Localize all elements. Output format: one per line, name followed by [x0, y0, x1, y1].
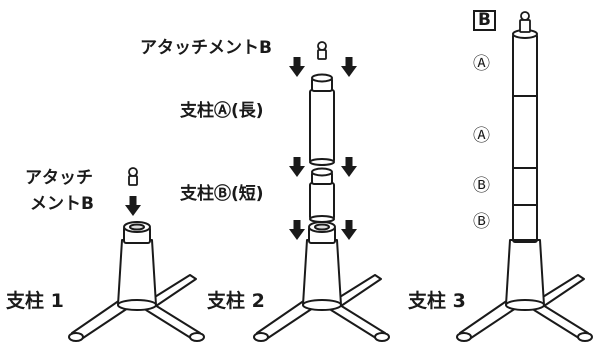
- stand-2-base: [253, 221, 390, 342]
- stand-2-short-pole: [309, 167, 335, 223]
- segment-marker-a2: Ⓐ: [473, 126, 490, 146]
- stand-1-label: 支柱 1: [6, 290, 64, 312]
- stand-2-attachment: [317, 41, 327, 60]
- arrow-down-icon: [341, 57, 357, 77]
- stand-2-label: 支柱 2: [207, 290, 265, 312]
- arrow-down-icon: [125, 196, 141, 216]
- stand-2-long-pole: [309, 73, 335, 166]
- arrow-down-icon: [289, 157, 305, 177]
- stand-1-base: [68, 221, 205, 342]
- arrow-down-icon: [289, 57, 305, 77]
- stand-1-attachment: [128, 167, 138, 186]
- segment-marker-b2: Ⓑ: [473, 212, 490, 232]
- segment-marker-a1: Ⓐ: [473, 54, 490, 74]
- pole-b-short-label: 支柱Ⓑ(短): [180, 184, 264, 204]
- arrow-down-icon: [341, 220, 357, 240]
- stand-3-attachment: [519, 11, 531, 33]
- arrow-down-icon: [341, 157, 357, 177]
- arrow-down-icon: [289, 220, 305, 240]
- attachment-b-label-left-line1: アタッチ: [25, 168, 93, 188]
- stand-3-assembled-pole: [512, 29, 538, 243]
- segment-marker-b1: Ⓑ: [473, 176, 490, 196]
- b-marker-label: B: [473, 10, 496, 31]
- stand-3-base: [456, 239, 593, 342]
- attachment-b-label-left-line2: メントB: [30, 194, 94, 214]
- pole-a-long-label: 支柱Ⓐ(長): [180, 101, 264, 121]
- stand-3-label: 支柱 3: [408, 290, 466, 312]
- attachment-b-label-top: アタッチメントB: [140, 38, 272, 58]
